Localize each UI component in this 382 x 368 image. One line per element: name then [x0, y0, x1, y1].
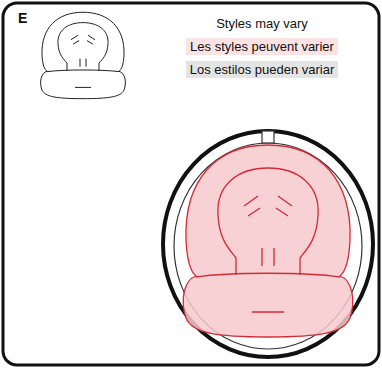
panel-letter: E — [18, 10, 27, 27]
seat-shell — [163, 131, 373, 357]
seat-notch — [262, 131, 274, 143]
panel-border — [3, 3, 379, 365]
insert-thumbnail — [41, 12, 126, 98]
seat-rim — [174, 143, 362, 349]
note-text: Les styles peuvent varier — [186, 38, 338, 55]
note-text: Los estilos pueden variar — [186, 61, 339, 78]
note-text: Styles may vary — [216, 15, 308, 32]
seat-insert — [183, 145, 353, 337]
